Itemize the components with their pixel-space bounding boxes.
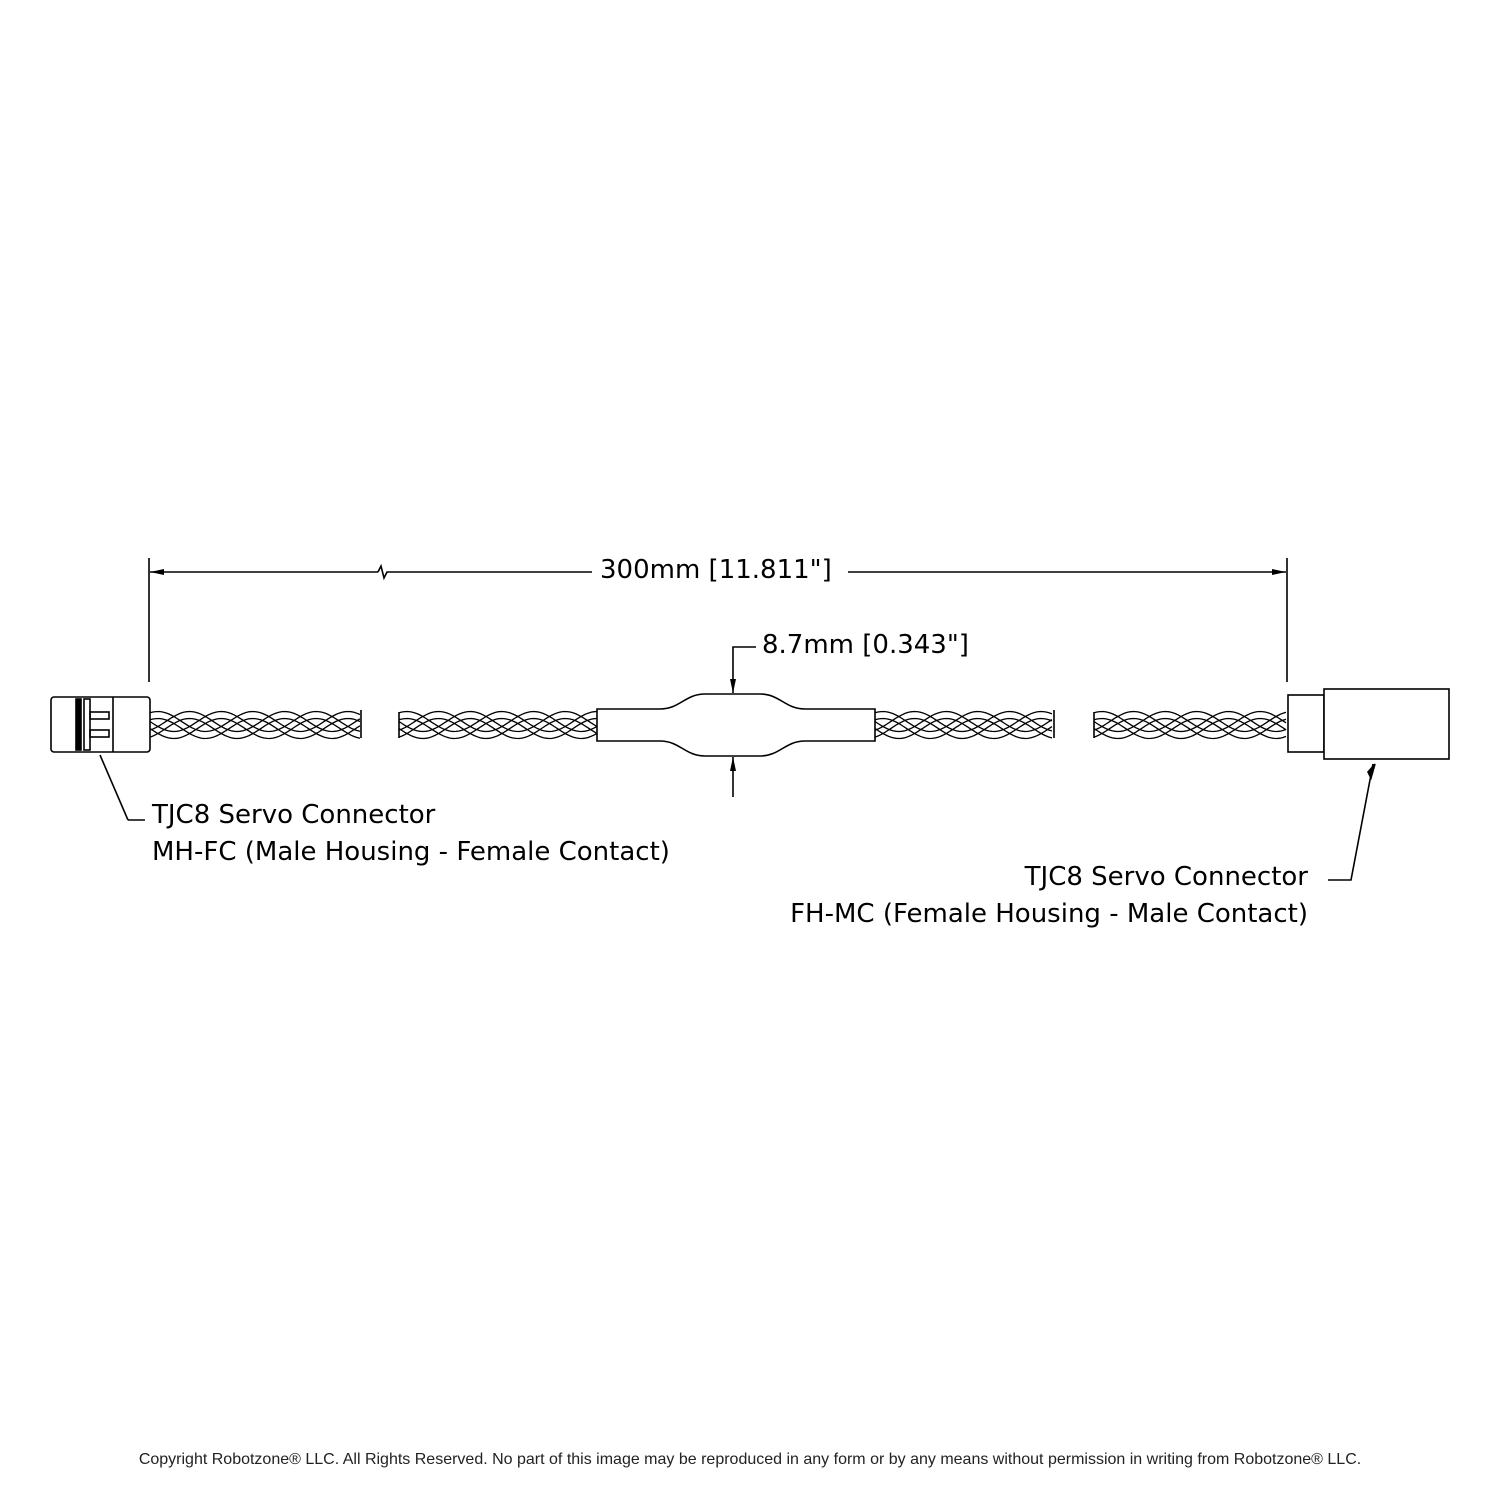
wire-strand xyxy=(149,710,361,733)
wire-strand xyxy=(874,717,1053,740)
length-dimension-lines xyxy=(148,558,1288,682)
wire-strand xyxy=(149,710,361,733)
wire-strand xyxy=(874,710,1053,733)
diameter-dimension-lines xyxy=(730,646,756,797)
wire-strand xyxy=(874,717,1053,740)
length-dimension-label: 300mm [11.811"] xyxy=(600,555,832,585)
copyright-notice: Copyright Robotzone® LLC. All Rights Res… xyxy=(138,1451,1362,1468)
wire-strand xyxy=(149,710,361,733)
wire-strand xyxy=(874,710,1053,733)
heat-shrink-sleeve xyxy=(596,693,876,757)
diameter-dimension-label: 8.7mm [0.343"] xyxy=(762,630,969,660)
wire-strand xyxy=(874,717,1053,740)
wire-strand xyxy=(1093,710,1287,733)
wire-strand xyxy=(1093,710,1287,733)
wire-strand xyxy=(398,710,598,733)
wire-strand xyxy=(398,710,598,733)
left-connector-label-1: TJC8 Servo Connector xyxy=(152,800,436,830)
wire-strand xyxy=(149,717,361,740)
wire-break-marks xyxy=(360,710,1095,738)
right-connector-label-1: TJC8 Servo Connector xyxy=(1024,862,1308,892)
left-connector-label-2: MH-FC (Male Housing - Female Contact) xyxy=(152,837,670,867)
left-connector-mh-fc xyxy=(50,696,151,821)
wire-strand xyxy=(398,717,598,740)
wire-strand xyxy=(1093,717,1287,740)
wire-strand xyxy=(149,717,361,740)
wire-strand xyxy=(398,717,598,740)
wire-strand xyxy=(1093,710,1287,733)
twisted-wires xyxy=(149,710,1287,740)
right-connector-fh-mc xyxy=(1287,688,1450,881)
wire-strand xyxy=(398,717,598,740)
wire-strand xyxy=(874,710,1053,733)
right-connector-label-2: FH-MC (Female Housing - Male Contact) xyxy=(790,899,1308,929)
